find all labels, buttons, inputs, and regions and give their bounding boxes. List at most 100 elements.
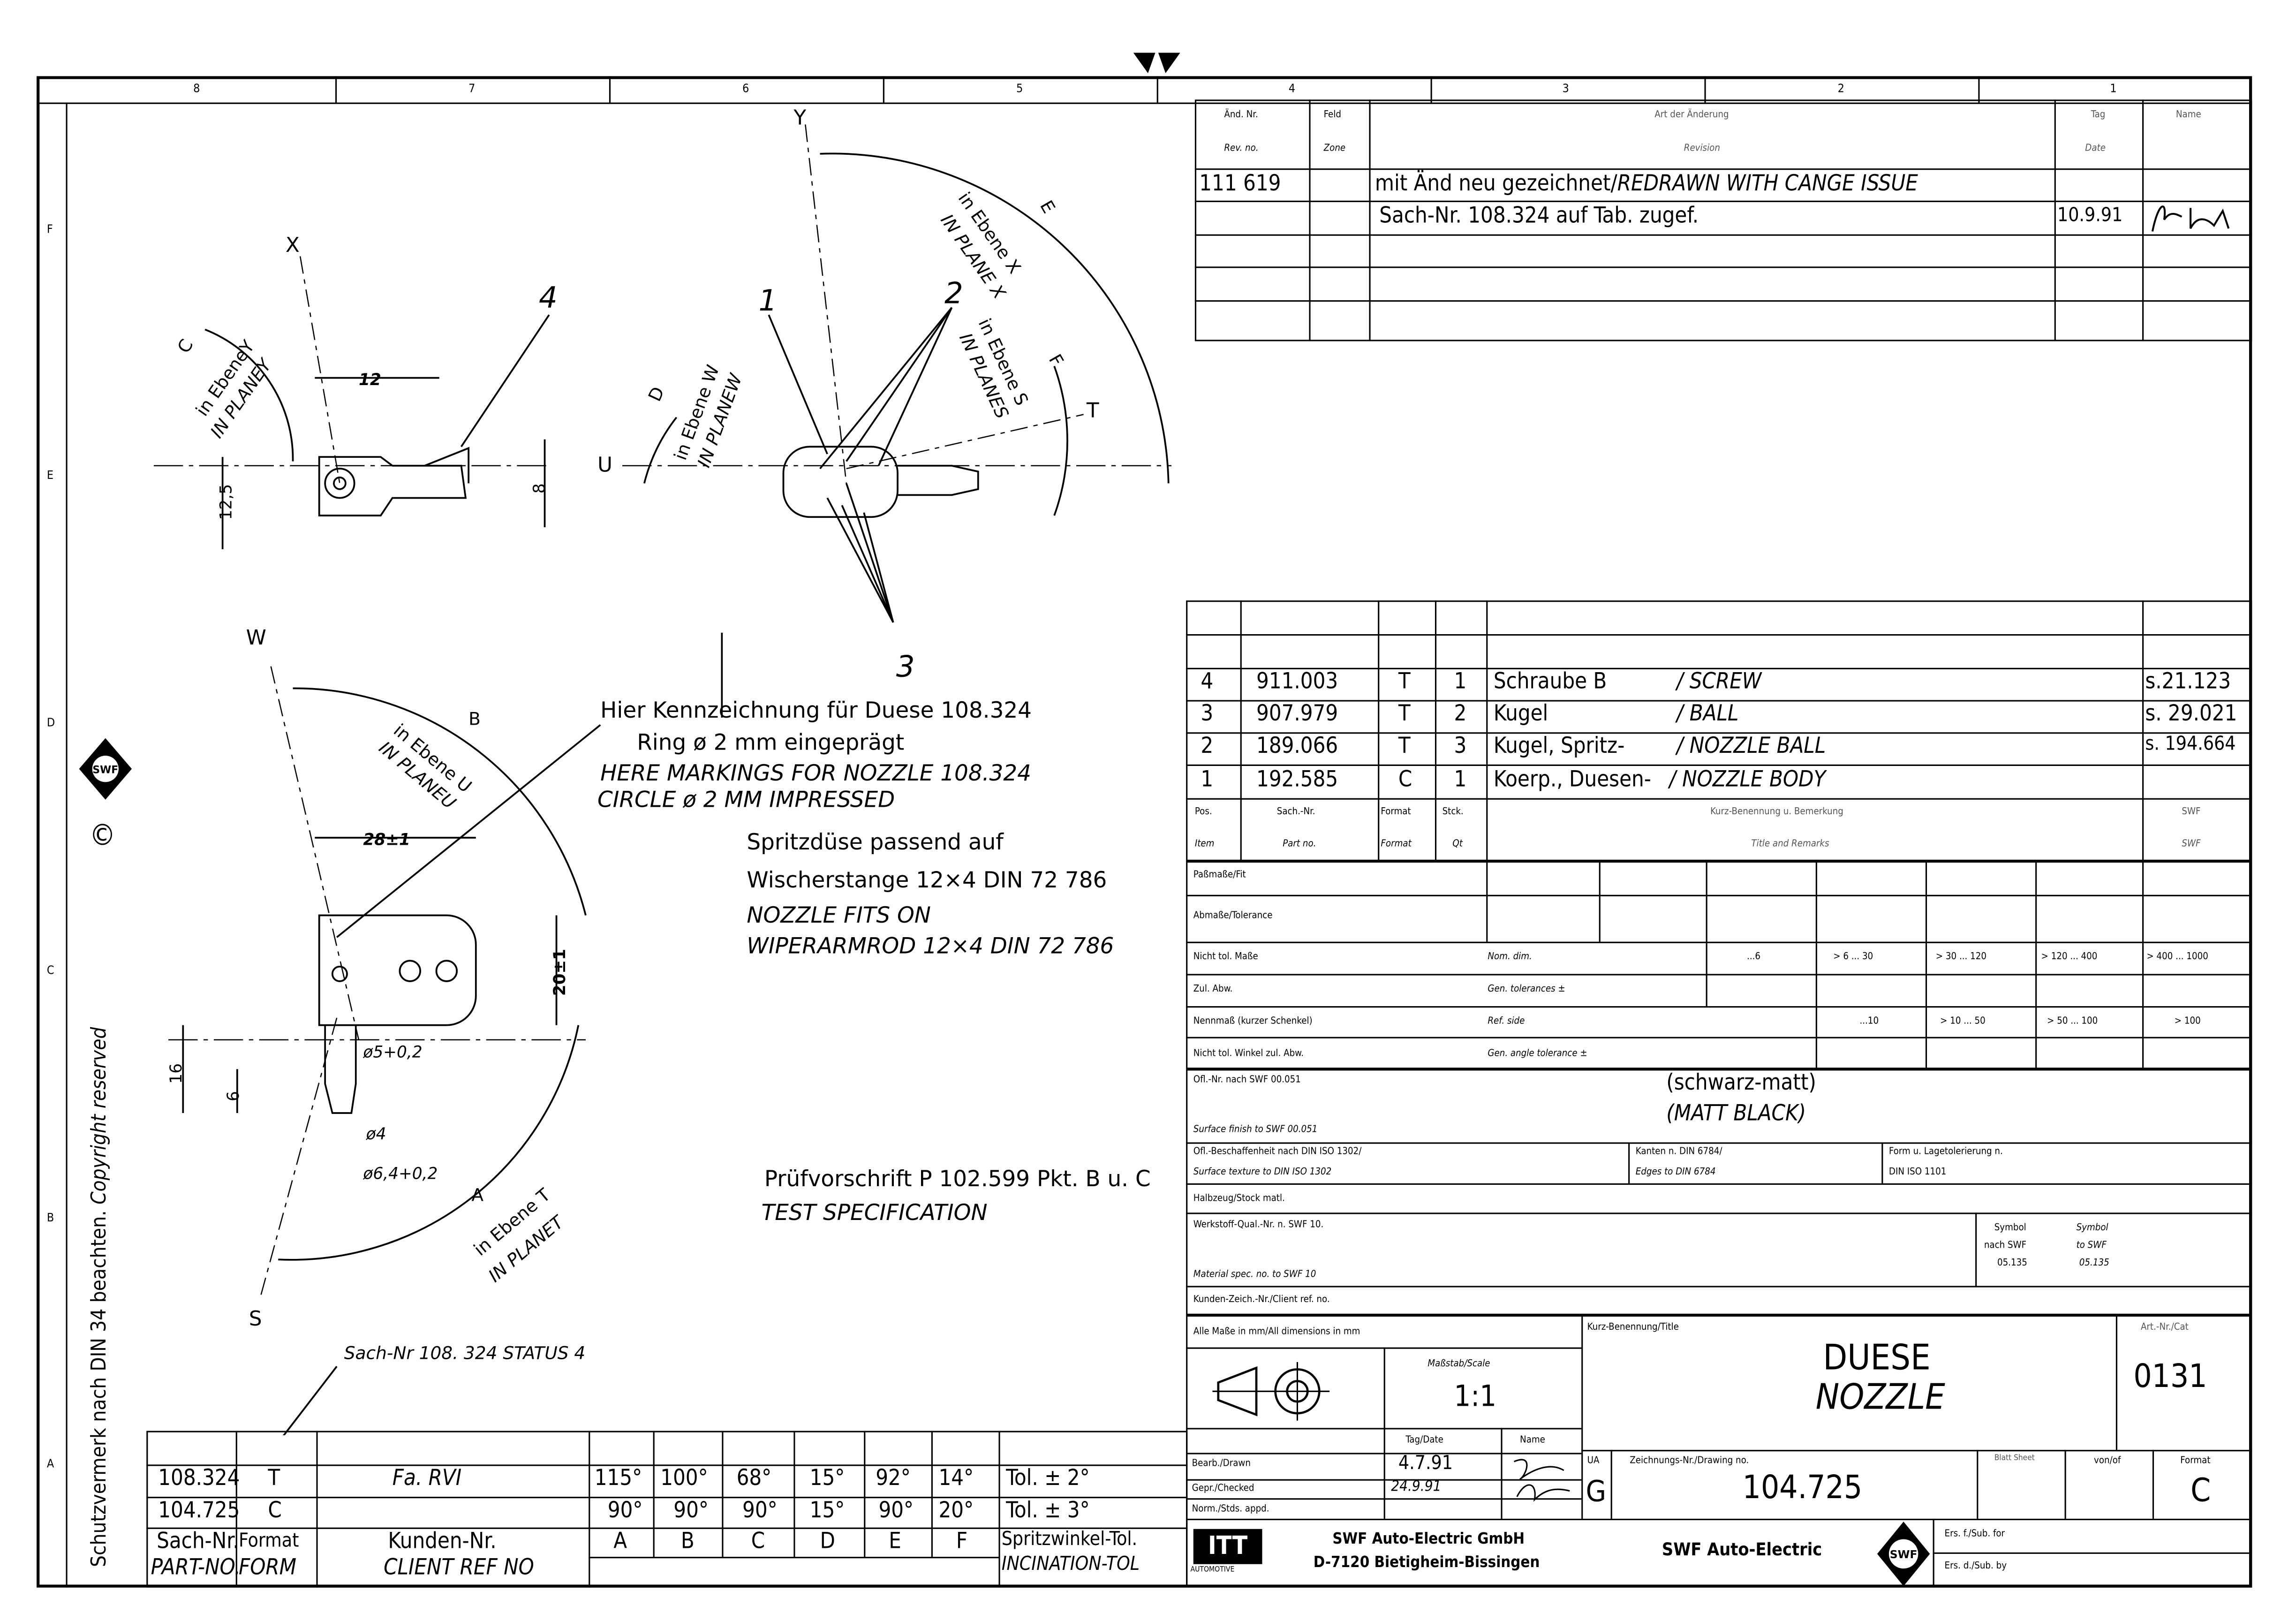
svg-text:Spritzdüse passend auf: Spritzdüse passend auf (747, 830, 1004, 855)
svg-text:X: X (286, 233, 300, 257)
ref-range: ...10 (1859, 1015, 1879, 1027)
variant-client: Fa. RVI (392, 1464, 462, 1491)
scale-value: 1:1 (1454, 1378, 1496, 1414)
texture-label-en: Surface texture to DIN ISO 1302 (1193, 1166, 1332, 1178)
pos-header-en: Item (1194, 838, 1215, 849)
zone-label-top: 6 (742, 82, 749, 95)
item-title: Schraube B (1493, 667, 1607, 695)
swf-logo-icon: SWF (79, 738, 132, 800)
item-title-en: / NOZZLE BALL (1677, 732, 1826, 759)
zone-label-top: 7 (468, 82, 476, 95)
client-header-en: CLIENT REF NO (384, 1553, 534, 1581)
zone-label-left: F (46, 222, 53, 236)
finish-value-en: (MATT BLACK) (1666, 1099, 1806, 1127)
ref-range: > 100 (2174, 1015, 2201, 1027)
zone-label-left: A (46, 1457, 54, 1470)
variant-format: T (268, 1464, 280, 1491)
brand-name: SWF Auto-Electric (1662, 1539, 1822, 1560)
angle-value: 14° (938, 1464, 974, 1491)
svg-text:E: E (1036, 197, 1059, 217)
item-part-no: 192.585 (1256, 766, 1338, 793)
of-label: von/of (2094, 1454, 2121, 1466)
material-label-en: Material spec. no. to SWF 10 (1193, 1268, 1316, 1280)
svg-text:A: A (471, 1184, 483, 1205)
svg-text:WIPERARMROD 12×4 DIN 72 786: WIPERARMROD 12×4 DIN 72 786 (747, 934, 1114, 959)
cat-number: 0131 (2133, 1359, 2207, 1396)
revision-desc: mit Änd neu gezeichnet/REDRAWN WITH CANG… (1375, 170, 1918, 197)
format-header: Format (1381, 805, 1411, 818)
angle-tolerance: Tol. ± 2° (1006, 1464, 1090, 1491)
zone-label-top: 5 (1016, 82, 1023, 95)
rev-no-header: Änd. Nr. (1224, 108, 1258, 121)
angle-value: 100° (660, 1464, 708, 1491)
rev-number: 111 619 (1199, 170, 1281, 197)
item-swf: s. 194.664 (2145, 734, 2236, 756)
permissible-dev-label: Zul. Abw. (1193, 983, 1233, 995)
svg-text:12,5: 12,5 (217, 484, 235, 520)
zone-header: Feld (1323, 108, 1341, 121)
front-view-nozzle: Y U T 1 2 3 E F D in Ebene X IN PLANE X … (597, 106, 1171, 684)
item-pos: 2 (1201, 732, 1214, 759)
sheet-label: Blatt Sheet (1994, 1454, 2035, 1463)
ref-side-label: Ref. side (1488, 1015, 1525, 1027)
item-qty: 1 (1454, 667, 1467, 695)
angle-value: 68° (736, 1464, 772, 1491)
date-header: Tag (2091, 108, 2106, 121)
svg-text:Sach-Nr 108. 324 STATUS 4: Sach-Nr 108. 324 STATUS 4 (344, 1343, 586, 1364)
angle-col-header: F (956, 1527, 968, 1554)
symbol-label-en: Symbol (2076, 1221, 2108, 1234)
itt-sub: AUTOMOTIVE (1190, 1565, 1235, 1575)
svg-text:28±1: 28±1 (363, 831, 410, 849)
angle-value: 15° (809, 1464, 845, 1491)
item-part-no: 189.066 (1256, 732, 1338, 759)
angle-col-header: C (751, 1527, 765, 1554)
signature-icon (1513, 1459, 1570, 1502)
svg-text:ø5+0,2: ø5+0,2 (363, 1043, 422, 1061)
svg-text:NOZZLE FITS ON: NOZZLE FITS ON (747, 903, 930, 928)
part-header-en: PART-NO. (151, 1553, 241, 1581)
svg-text:U: U (597, 453, 612, 477)
symbol-label-en: to SWF (2076, 1239, 2107, 1251)
angle-value: 90° (742, 1497, 778, 1523)
checked-label: Gepr./Checked (1192, 1482, 1254, 1494)
zone-label-top: 3 (1562, 82, 1569, 95)
item-title-en: / SCREW (1677, 667, 1762, 695)
zone-label-top: 4 (1288, 82, 1296, 95)
item-qty: 2 (1454, 700, 1467, 727)
pos-header: Pos. (1194, 805, 1212, 818)
zone-header-en: Zone (1323, 142, 1346, 154)
fit-label: Paßmaße/Fit (1193, 868, 1246, 880)
company-name: SWF Auto-Electric GmbH (1332, 1530, 1525, 1548)
drawing-number: 104.725 (1742, 1470, 1863, 1507)
name-header: Name (2175, 108, 2201, 121)
angle-tolerance: Tol. ± 3° (1006, 1497, 1090, 1523)
svg-text:TEST SPECIFICATION: TEST SPECIFICATION (762, 1200, 988, 1226)
item-title-en: / NOZZLE BODY (1669, 766, 1826, 793)
tol-header-en: INCINATION-TOL (1001, 1555, 1140, 1575)
bottom-view-nozzle: W S B A in Ebene U IN PLANEU in Ebene T … (167, 626, 601, 1435)
item-qty: 1 (1454, 766, 1467, 793)
sub-for-label: Ers. f./Sub. for (1944, 1527, 2005, 1539)
title-header-en: Title and Remarks (1751, 838, 1829, 849)
svg-text:F: F (1045, 350, 1068, 370)
variant-format: C (268, 1497, 282, 1523)
scale-label: Maßstab/Scale (1427, 1357, 1490, 1370)
revision-header: Art der Änderung (1654, 108, 1729, 121)
zone-strip-left (66, 102, 68, 1588)
part-header-en: Part no. (1283, 838, 1316, 849)
nom-dim-label: Nom. dim. (1488, 950, 1532, 962)
surface-finish-label: Ofl.-Nr. nach SWF 00.051 (1193, 1073, 1301, 1085)
drawing-no-label: Zeichnungs-Nr./Drawing no. (1630, 1454, 1749, 1466)
item-swf: s.21.123 (2145, 667, 2231, 695)
client-header: Kunden-Nr. (388, 1527, 497, 1554)
item-part-no: 911.003 (1256, 667, 1338, 695)
svg-text:SWF: SWF (1890, 1548, 1918, 1561)
svg-text:D: D (644, 384, 668, 405)
item-format: T (1398, 732, 1411, 759)
svg-text:SWF: SWF (92, 765, 118, 776)
tol-header: Spritzwinkel-Tol. (1001, 1529, 1138, 1551)
angle-tol-label: Nicht tol. Winkel zul. Abw. (1193, 1047, 1304, 1059)
date-header-en: Date (2085, 142, 2106, 154)
projection-symbol-icon (1212, 1362, 1330, 1421)
